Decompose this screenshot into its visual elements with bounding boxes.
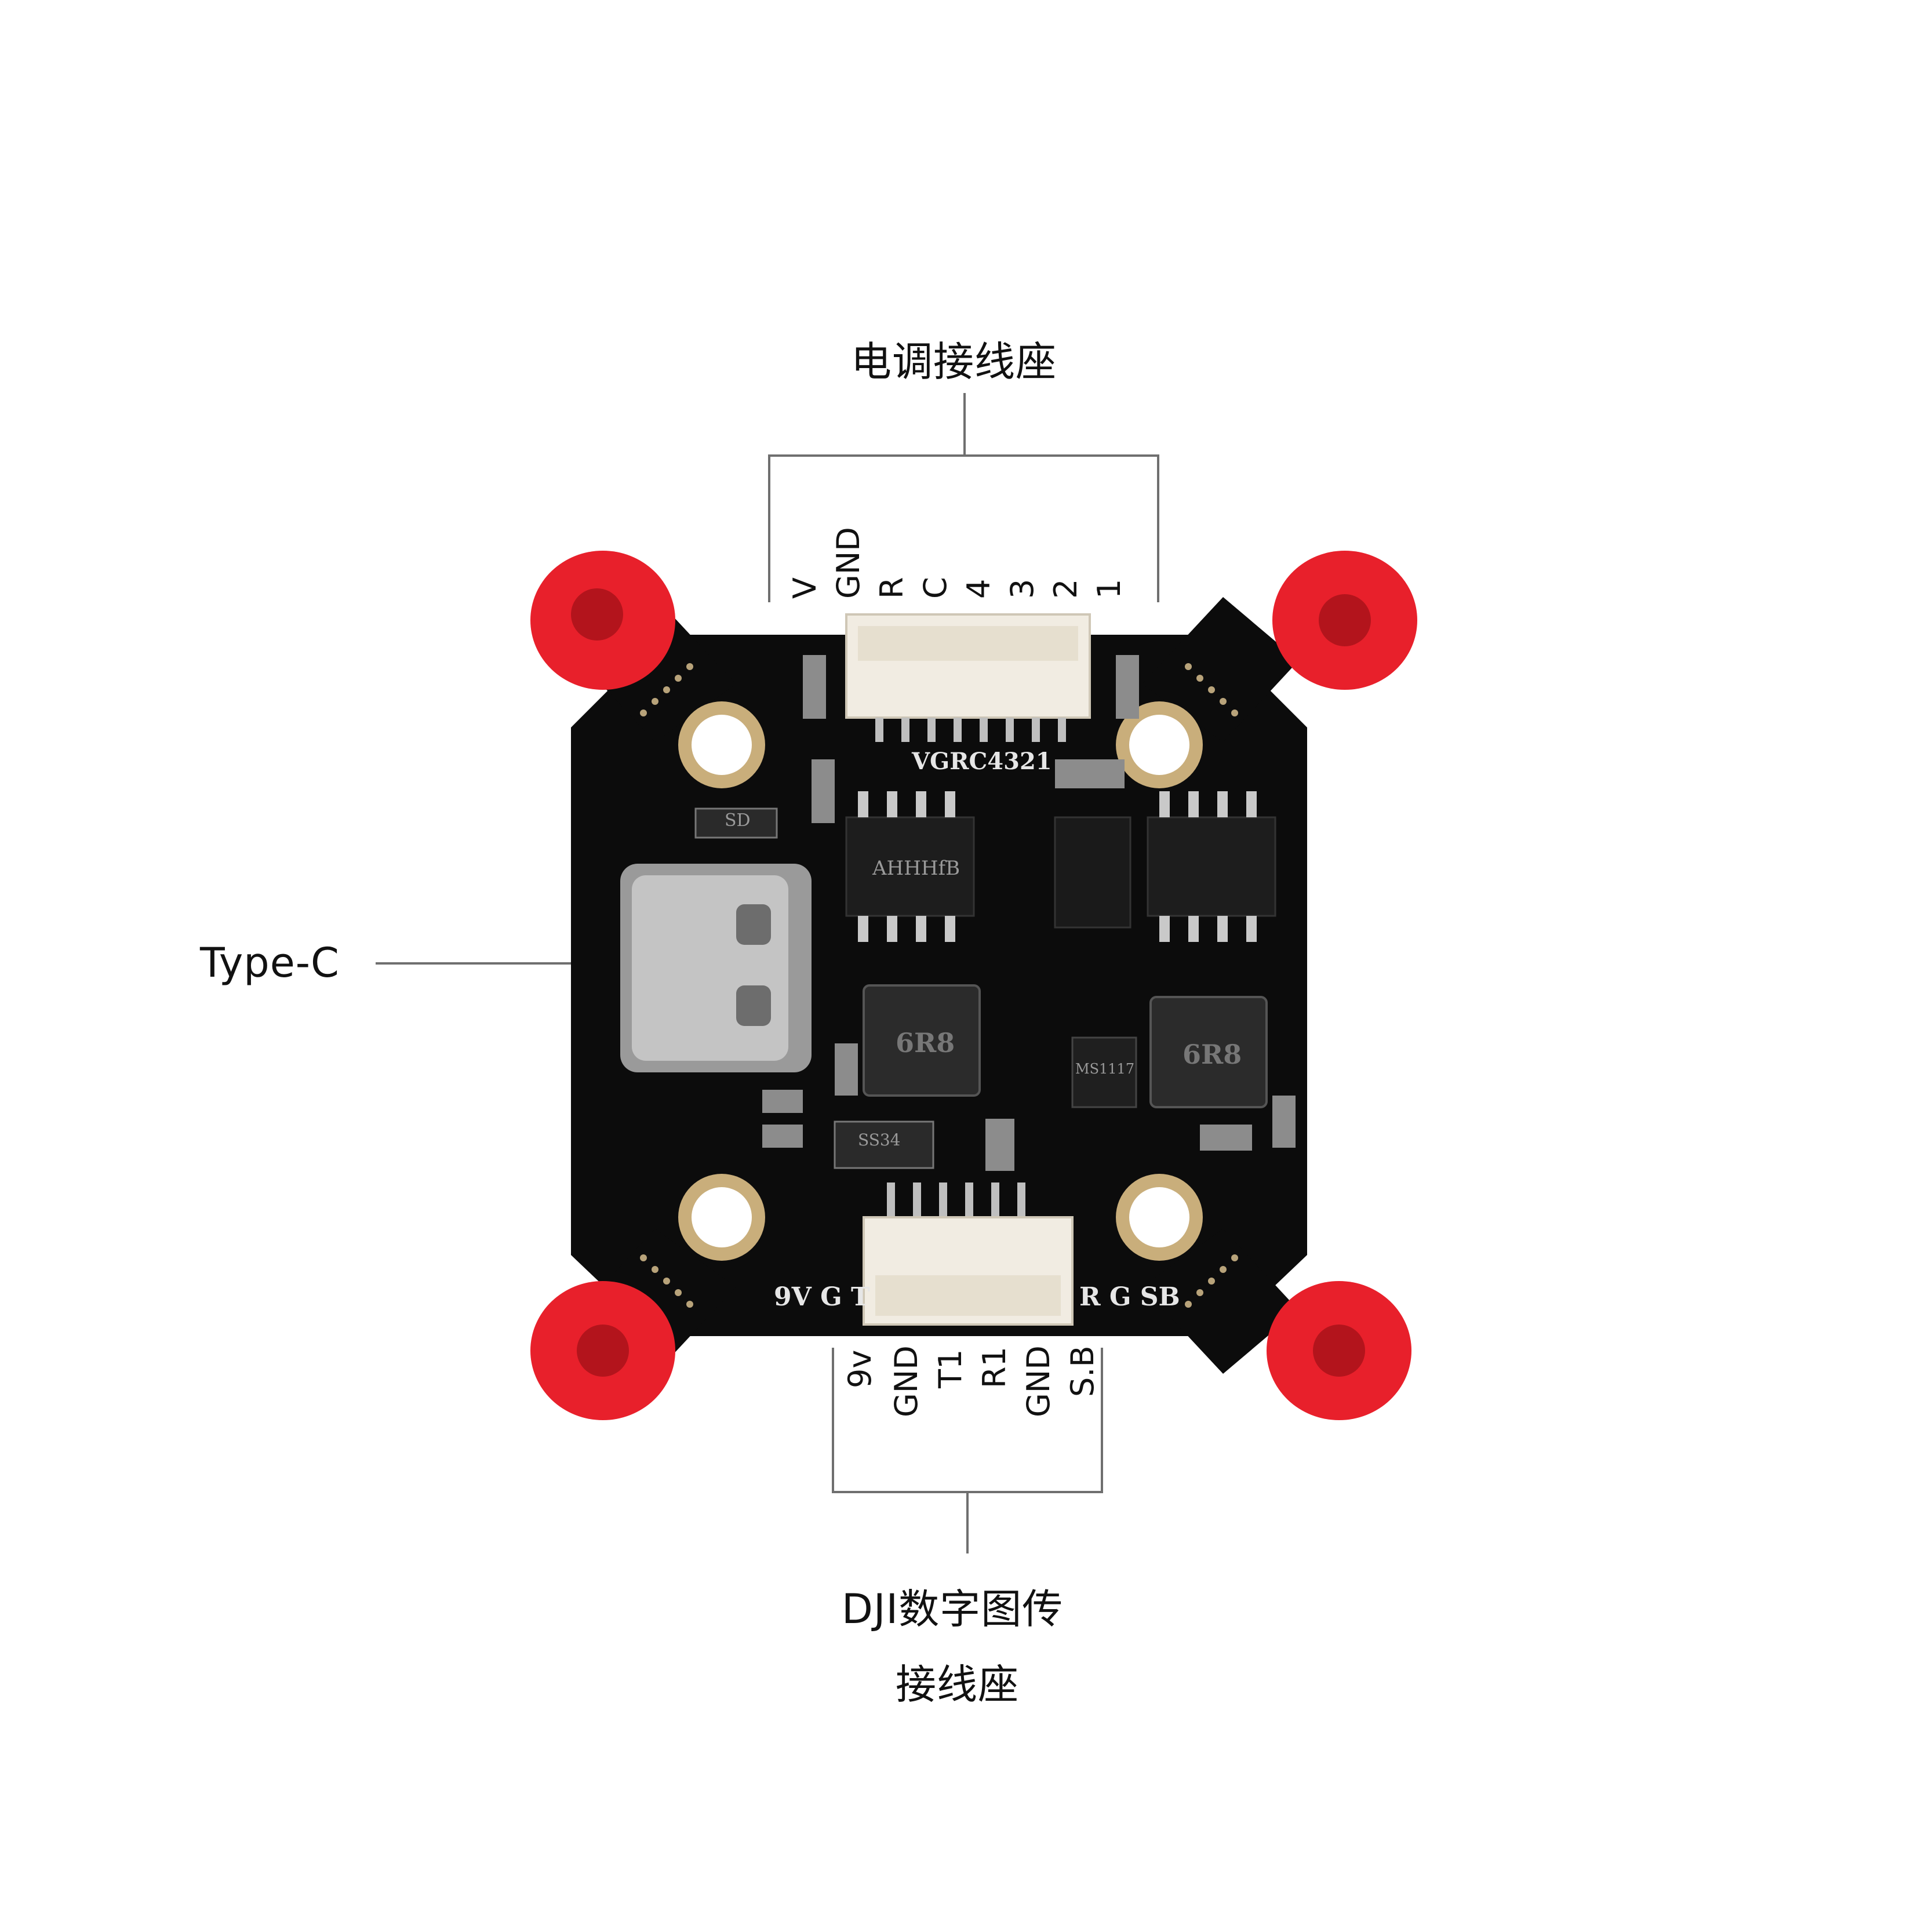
- inductor-mark-right: 6R8: [1183, 1039, 1242, 1070]
- dji-connector: [863, 1183, 1074, 1326]
- esc-leader-left: [768, 454, 770, 602]
- mounting-holes: [678, 701, 1203, 1261]
- red-grommets: [530, 551, 1417, 1420]
- dji-leader-left: [832, 1348, 834, 1493]
- type-c-leader: [376, 962, 591, 965]
- dji-leader-right: [1101, 1348, 1103, 1493]
- silkscreen-9v-g-t: 9V G T: [774, 1282, 870, 1312]
- esc-leader-bar: [768, 454, 1159, 457]
- esc-connector: [845, 613, 1091, 742]
- ic-chips: [845, 791, 1276, 942]
- chip-mark-ms1117: MS1117: [1075, 1061, 1135, 1077]
- chip-mark-u1: AHHHfB: [872, 857, 960, 880]
- silkscreen-r-g-sb: R G SB: [1079, 1282, 1180, 1312]
- via-dots: [640, 663, 1238, 1308]
- passive-components: [694, 655, 1296, 1171]
- chip-mark-ss34: SS34: [858, 1130, 901, 1149]
- esc-connector-callout: 电调接线座: [851, 338, 1057, 385]
- usb-type-c-port: [620, 864, 812, 1072]
- board-model-silkscreen: VGRC4321: [912, 748, 1052, 775]
- chip-mark-sd: SD: [725, 810, 751, 831]
- type-c-callout: Type-C: [200, 939, 340, 987]
- dji-connector-callout-line1: DJI数字图传: [842, 1585, 1064, 1633]
- dji-leader-stem: [966, 1491, 969, 1553]
- esc-leader-stem: [963, 393, 966, 456]
- dji-connector-callout-line2: 接线座: [896, 1661, 1019, 1708]
- esc-leader-right: [1157, 454, 1159, 602]
- inductors: [863, 984, 1268, 1108]
- inductor-mark-left: 6R8: [896, 1027, 955, 1058]
